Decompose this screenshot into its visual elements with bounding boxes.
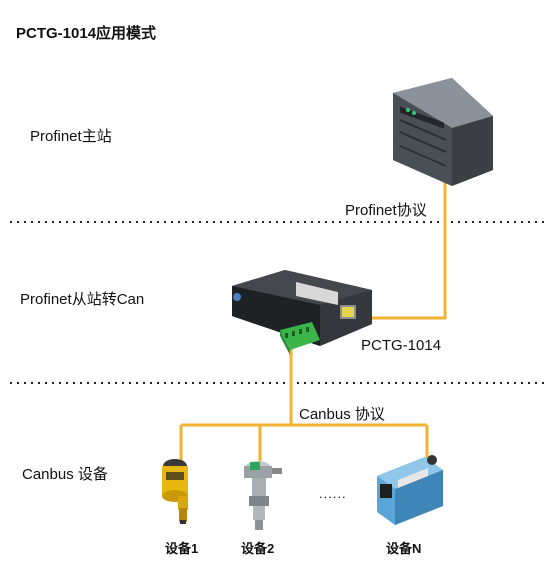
device-2-label: 设备2 bbox=[241, 541, 275, 556]
profinet-protocol-label: Profinet协议 bbox=[345, 202, 427, 219]
layer-label-canbus: Canbus 设备 bbox=[22, 466, 108, 483]
wiring bbox=[179, 182, 447, 462]
plc-icon bbox=[393, 78, 493, 186]
profinet-wire bbox=[358, 182, 447, 320]
canbus-protocol-label: Canbus 协议 bbox=[299, 406, 385, 423]
gateway-icon bbox=[232, 270, 372, 355]
layer-label-master: Profinet主站 bbox=[30, 128, 112, 145]
device-ellipsis: ...... bbox=[319, 486, 347, 501]
gateway-model-label: PCTG-1014 bbox=[361, 337, 442, 354]
device-n-label: 设备N bbox=[386, 541, 422, 556]
diagram-title: PCTG-1014应用模式 bbox=[16, 25, 157, 42]
device-n-icon bbox=[377, 455, 443, 525]
layer-label-slave: Profinet从站转Can bbox=[20, 291, 145, 308]
device-1-label: 设备1 bbox=[165, 541, 199, 556]
device-1-icon bbox=[162, 459, 188, 524]
device-2-icon bbox=[244, 461, 282, 530]
